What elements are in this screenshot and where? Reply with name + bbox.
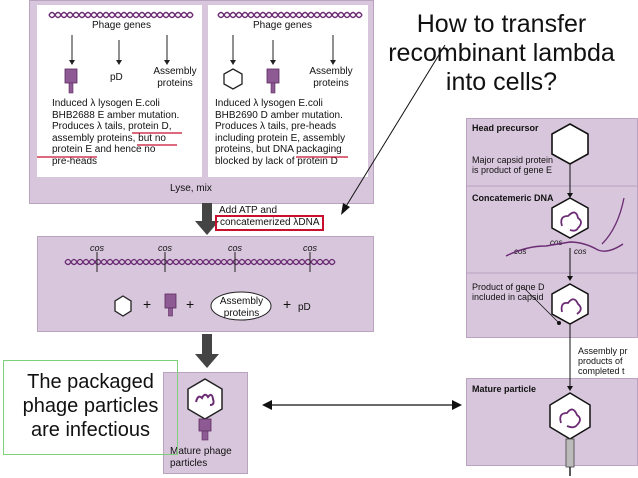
middle-pd-label: pD [298, 302, 311, 313]
right-phage-genes-diagram [217, 11, 363, 94]
right-cell-description: Induced λ lysogen E.coli BHB2690 D amber… [215, 98, 346, 167]
cos-c-label: cos [574, 247, 587, 256]
side-mature-head [549, 392, 591, 440]
cos-b-label: cos [550, 238, 563, 247]
middle-tail-icon [164, 293, 177, 309]
left-phage-genes-diagram [48, 11, 194, 94]
left-red-underlines [37, 132, 182, 158]
right-tail-icon [266, 68, 280, 84]
mature-particle-label: Mature particle [472, 384, 537, 394]
cos-a-label: cos [514, 247, 527, 256]
side-gene-d-head [551, 283, 589, 325]
middle-dna-strand [64, 252, 336, 272]
middle-assembly-label: Assembly proteins [219, 296, 264, 319]
add-atp-label: Add ATP and [219, 205, 278, 216]
side-packaging-head [551, 197, 589, 239]
middle-panel [37, 236, 374, 332]
page-title: How to transfer recombinant lambda into … [388, 10, 615, 96]
plus-2: + [186, 296, 195, 312]
title-pointer-arrow [341, 44, 446, 215]
right-cell-card [208, 5, 368, 177]
down-arrow-2 [195, 334, 219, 368]
infectious-note-box: The packaged phage particles are infecti… [3, 360, 178, 455]
gene-d-label: Product of gene D included in capsid [472, 282, 545, 302]
plus-3: + [283, 296, 292, 312]
cos-label-2: cos [158, 243, 173, 253]
double-arrow [262, 400, 462, 410]
major-capsid-label: Major capsid protein is product of gene … [472, 155, 554, 175]
left-pd-label: pD [110, 72, 123, 83]
head-precursor-label: Head precursor [472, 123, 539, 133]
down-arrow-1 [195, 203, 219, 235]
left-cell-description: Induced λ lysogen E.coli BHB2688 E amber… [52, 98, 180, 167]
side-assembly-diagram [466, 123, 638, 476]
cos-label-3: cos [228, 243, 243, 253]
right-phage-genes-label: Phage genes [253, 20, 312, 31]
right-prehead-icon [223, 68, 243, 90]
cos-label-4: cos [303, 243, 318, 253]
side-prehead-icon [551, 123, 589, 165]
cos-label-1: cos [90, 243, 105, 253]
middle-prehead-icon [114, 295, 132, 317]
right-red-underlines [296, 156, 348, 158]
right-assembly-label: Assembly proteins [309, 66, 353, 89]
middle-components [114, 291, 272, 321]
lyse-mix-label: Lyse, mix [170, 183, 212, 194]
plus-1: + [143, 296, 152, 312]
left-phage-genes-label: Phage genes [92, 20, 151, 31]
assembly-proteins-side-label: Assembly pr products of completed t [578, 346, 628, 376]
left-assembly-label: Assembly proteins [153, 66, 197, 89]
middle-assembly-ellipse [210, 291, 272, 321]
mature-phage-icon [187, 378, 223, 441]
concatemeric-label: Concatemeric DNA [472, 193, 554, 203]
left-tail-icon [64, 68, 78, 84]
mature-phage-label: Mature phage particles [170, 446, 232, 469]
concat-dna-box: concatemerized λDNA [215, 215, 325, 231]
left-cell-card [37, 5, 202, 177]
